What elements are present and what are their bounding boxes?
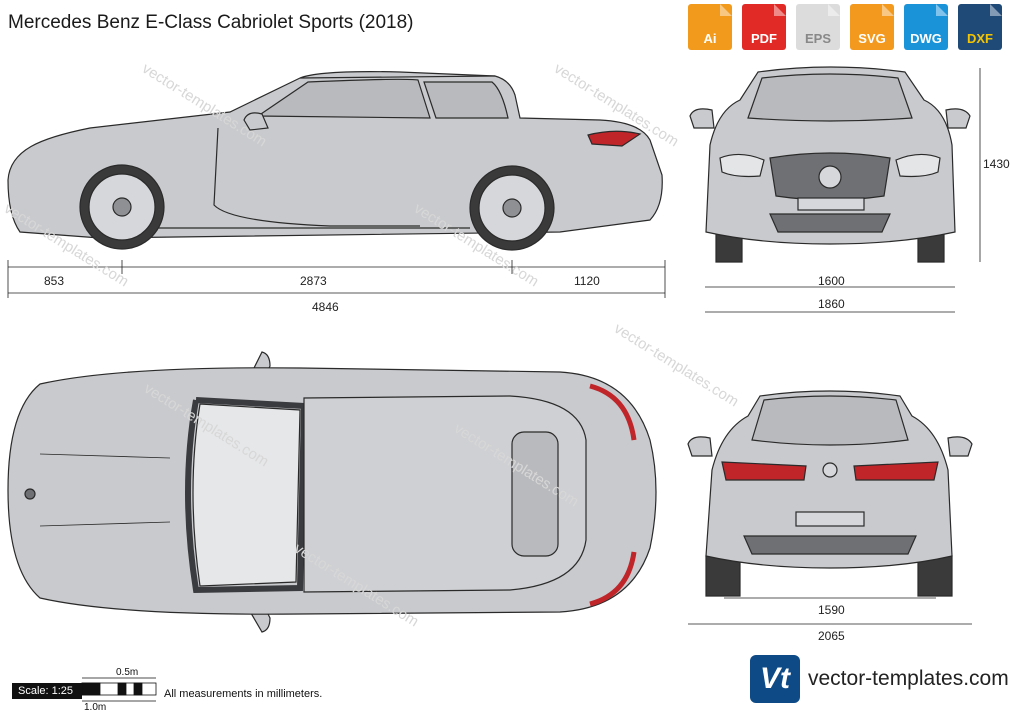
top-hood-crease-lower — [39, 521, 171, 527]
side-taillight — [587, 130, 642, 147]
dim-front-overhang: 853 — [44, 274, 64, 288]
side-window — [256, 78, 431, 119]
eps-format-icon[interactable]: EPS — [794, 4, 842, 50]
front-dimension-lines — [705, 68, 981, 313]
rear-dimension-lines — [688, 597, 972, 625]
top-windshield-frame — [185, 397, 308, 594]
side-view — [7, 71, 663, 251]
side-dimension-lines — [7, 260, 666, 298]
rear-mirror-right — [947, 436, 973, 457]
front-headlight-left — [719, 153, 765, 178]
top-star-emblem — [24, 488, 36, 500]
side-front-wheel — [79, 164, 165, 250]
page-title: Mercedes Benz E-Class Cabriolet Sports (… — [8, 12, 414, 33]
rear-license-plate — [795, 511, 865, 527]
dim-length: 4846 — [312, 300, 339, 314]
vt-logo-icon: Vt — [750, 655, 800, 703]
dim-front-track: 1600 — [818, 274, 845, 288]
side-mirror — [243, 112, 269, 131]
dim-width-mirrors: 2065 — [818, 629, 845, 643]
top-rear-window — [511, 431, 559, 557]
top-windshield — [192, 403, 301, 587]
scale-bar — [81, 677, 157, 702]
front-license-plate — [797, 197, 865, 211]
side-rear-wheel — [469, 165, 555, 251]
rear-taillight-left — [721, 461, 807, 481]
rear-tire-left — [705, 555, 741, 597]
rear-diffuser — [743, 535, 917, 555]
front-lower-intake — [769, 213, 891, 233]
brand-site[interactable]: vector-templates.com — [808, 667, 1009, 690]
top-hood-crease-upper — [39, 453, 171, 459]
rear-star-emblem — [822, 462, 838, 478]
rear-taillight-right — [853, 461, 939, 481]
top-taillight-lower — [589, 551, 637, 607]
dwg-format-icon[interactable]: DWG — [902, 4, 950, 50]
front-mirror-left — [689, 108, 715, 129]
measurement-note: All measurements in millimeters. — [164, 688, 323, 700]
ai-format-icon[interactable]: Ai — [686, 4, 734, 50]
front-windshield — [747, 73, 913, 122]
top-taillight-upper — [589, 383, 637, 441]
pdf-format-icon[interactable]: PDF — [740, 4, 788, 50]
scale-half-label: 0.5m — [116, 667, 138, 678]
top-view — [7, 351, 657, 633]
front-star-emblem — [818, 165, 842, 189]
rear-mirror-left — [687, 436, 713, 457]
dim-height: 1430 — [983, 157, 1010, 171]
rear-soft-top — [751, 395, 909, 446]
dim-wheelbase: 2873 — [300, 274, 327, 288]
dxf-format-icon[interactable]: DXF — [956, 4, 1004, 50]
side-roof-line — [299, 75, 496, 79]
front-headlight-right — [895, 153, 941, 178]
front-view — [689, 66, 971, 263]
svg-format-icon[interactable]: SVG — [848, 4, 896, 50]
brand[interactable]: Vt vector-templates.com — [750, 655, 1009, 703]
dim-rear-track: 1590 — [818, 603, 845, 617]
side-rear-window — [423, 81, 509, 119]
dim-rear-overhang: 1120 — [574, 274, 600, 288]
dim-width: 1860 — [818, 297, 845, 311]
front-mirror-right — [945, 108, 971, 129]
scale-full-label: 1.0m — [84, 702, 106, 713]
format-icons: Ai PDF EPS SVG DWG DXF — [686, 4, 1004, 50]
scale-label: Scale: 1:25 — [12, 683, 82, 699]
rear-view — [687, 390, 973, 597]
side-door-line — [213, 127, 420, 227]
